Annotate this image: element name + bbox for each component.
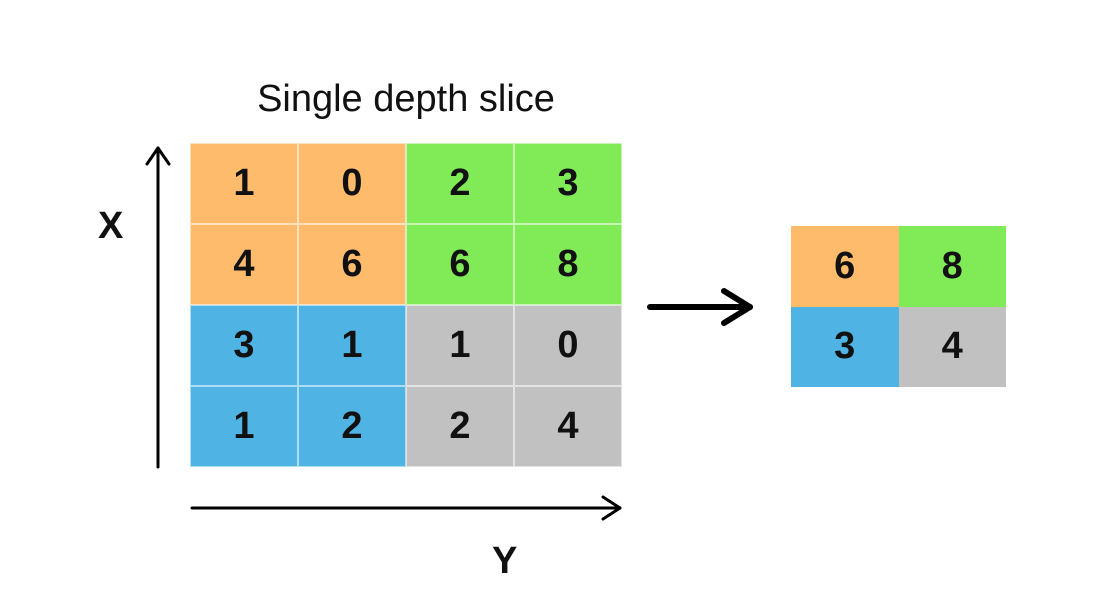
y-axis-arrow bbox=[190, 495, 622, 521]
output-cell: 4 bbox=[898, 306, 1006, 387]
result-arrow bbox=[647, 288, 753, 326]
x-axis-arrow bbox=[145, 146, 171, 469]
output-cell: 8 bbox=[898, 226, 1006, 307]
output-cell: 3 bbox=[791, 306, 899, 387]
input-cell: 4 bbox=[190, 224, 298, 305]
input-cell: 0 bbox=[298, 143, 406, 224]
input-cell: 3 bbox=[190, 305, 298, 386]
y-axis-label: Y bbox=[492, 540, 518, 582]
input-cell: 8 bbox=[514, 224, 622, 305]
output-cell: 6 bbox=[791, 226, 899, 307]
diagram-title: Single depth slice bbox=[257, 78, 555, 120]
input-cell: 3 bbox=[514, 143, 622, 224]
input-cell: 1 bbox=[190, 143, 298, 224]
input-cell: 2 bbox=[298, 386, 406, 467]
input-cell: 1 bbox=[298, 305, 406, 386]
x-axis-label: X bbox=[98, 205, 124, 247]
input-cell: 2 bbox=[406, 386, 514, 467]
input-cell: 4 bbox=[514, 386, 622, 467]
input-cell: 2 bbox=[406, 143, 514, 224]
input-cell: 6 bbox=[298, 224, 406, 305]
input-cell: 1 bbox=[406, 305, 514, 386]
input-cell: 1 bbox=[190, 386, 298, 467]
input-cell: 0 bbox=[514, 305, 622, 386]
input-cell: 6 bbox=[406, 224, 514, 305]
